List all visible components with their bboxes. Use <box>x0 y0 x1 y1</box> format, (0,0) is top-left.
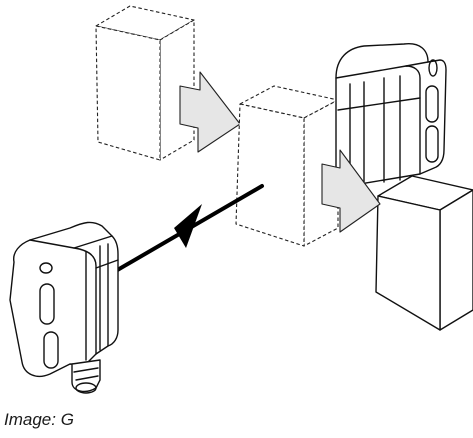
motion-arrow-1-icon <box>179 71 241 153</box>
receiver-sensor <box>335 43 447 187</box>
figure-caption: Image: G <box>4 410 74 429</box>
dashed-object-position-2 <box>235 85 339 247</box>
dashed-object-position-1 <box>95 5 195 161</box>
motion-arrow-2-icon <box>321 149 381 233</box>
light-beam-arrow <box>112 184 264 274</box>
emitter-sensor <box>9 221 119 394</box>
object-box-final <box>375 175 473 331</box>
